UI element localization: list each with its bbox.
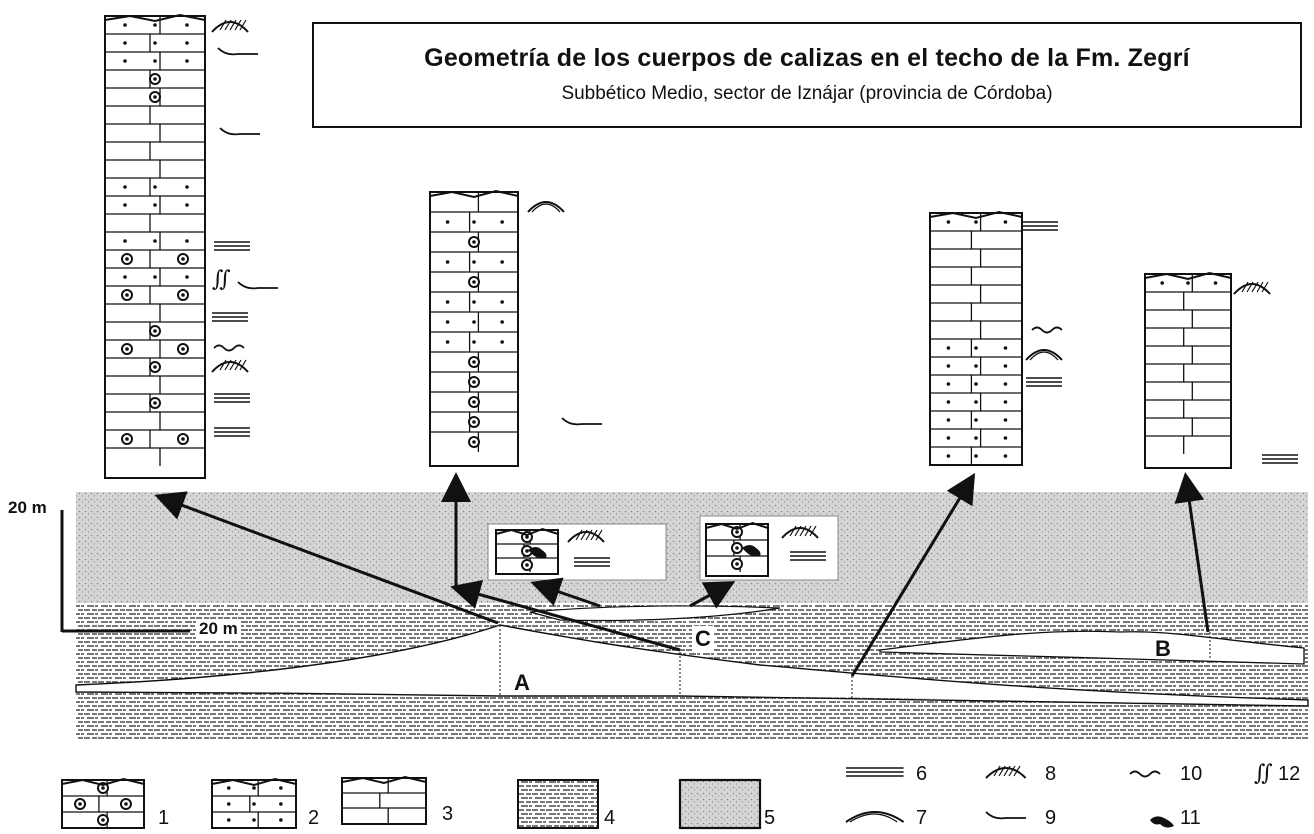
- arrow-a-col2: [450, 579, 681, 652]
- diagram-subtitle: Subbético Medio, sector de Iznájar (prov…: [561, 83, 1053, 104]
- column-1: [104, 13, 206, 479]
- inset-column-right: [705, 521, 769, 577]
- symbol-lam-c1a: [214, 241, 250, 251]
- symbol-lam-c3b: [1026, 377, 1062, 387]
- inset-column-left: [495, 527, 559, 575]
- inset-blob-right: [742, 545, 761, 557]
- legend-number-2: 2: [308, 807, 320, 829]
- legend-number-11: 11: [1180, 807, 1201, 829]
- legend-number-6: 6: [916, 763, 928, 785]
- legend-swatch-4: [517, 779, 599, 829]
- legend-symbol-11: [1150, 816, 1174, 828]
- arrow-a-col1: [154, 491, 499, 625]
- symbol-burrow-c1a: [217, 47, 258, 56]
- symbol-wave-c1: [213, 344, 245, 352]
- legend-number-12: 12: [1278, 763, 1301, 785]
- legend-swatch-5: [678, 778, 762, 830]
- column-3: [929, 210, 1023, 466]
- arrow-c-left-inset: [530, 577, 601, 608]
- symbol-wave-c3: [1031, 326, 1063, 334]
- legend-number-10: 10: [1180, 763, 1203, 785]
- body-label-b: B: [1155, 636, 1171, 661]
- horizontal-scale-label: 20 m: [196, 619, 241, 639]
- diagram-title: Geometría de los cuerpos de calizas en e…: [424, 44, 1190, 72]
- inset-blob-left: [528, 547, 547, 559]
- legend-number-5: 5: [764, 807, 776, 829]
- legend-number-4: 4: [604, 807, 616, 829]
- legend-symbol-7: [845, 811, 905, 823]
- symbol-burrow-c2: [561, 417, 602, 426]
- column-4: [1144, 271, 1232, 469]
- legend-swatch-2: [211, 777, 297, 829]
- inset-hatch-left: [567, 529, 605, 543]
- legend-swatch-1: [61, 777, 145, 829]
- symbol-burrow-c1b: [219, 127, 260, 136]
- legend-number-1: 1: [158, 807, 170, 829]
- symbol-hatch-c1a: [211, 19, 249, 33]
- insets: [495, 521, 826, 577]
- arrows: [154, 472, 1210, 677]
- arrow-c-right-inset: [689, 581, 736, 609]
- symbol-lam-c1b: [212, 312, 248, 322]
- legend-symbol-9: [985, 811, 1026, 820]
- scale-bar: [60, 510, 190, 633]
- legend-symbol-8: [985, 765, 1027, 779]
- arrow-lens-col3: [850, 472, 976, 677]
- limestone-lens-a: [75, 624, 1309, 707]
- svg-text:∬: ∬: [1254, 761, 1273, 786]
- symbol-lam-c3a: [1022, 221, 1058, 231]
- inset-hatch-right: [781, 525, 819, 539]
- symbol-arc-c3: [1025, 349, 1063, 361]
- limestone-lens-b: [879, 630, 1305, 665]
- vertical-scale-label: 20 m: [8, 498, 47, 517]
- legend-number-3: 3: [442, 803, 454, 825]
- symbol-arc-c2: [527, 201, 565, 213]
- svg-text:∬: ∬: [212, 267, 231, 292]
- legend: ∬: [61, 761, 1273, 830]
- legend-symbol-12: ∬: [1254, 761, 1273, 786]
- symbol-hatch-c1b: [211, 359, 249, 373]
- legend-swatch-3: [341, 775, 427, 825]
- symbol-lam-c4: [1262, 454, 1298, 464]
- legend-number-7: 7: [916, 807, 928, 829]
- legend-number-9: 9: [1045, 807, 1057, 829]
- inset-lam-left: [574, 557, 610, 567]
- body-label-a: A: [514, 670, 530, 695]
- symbol-hatch-c4: [1233, 281, 1271, 295]
- symbol-lam-c1c: [214, 393, 250, 403]
- stratigraphic-columns: ∬: [104, 13, 1298, 479]
- legend-symbol-6: [846, 767, 904, 777]
- legend-number-8: 8: [1045, 763, 1057, 785]
- column-2: [429, 189, 519, 467]
- upper-unit-5: [76, 492, 1308, 610]
- inset-lam-right: [790, 551, 826, 561]
- title-box: Geometría de los cuerpos de calizas en e…: [312, 22, 1302, 128]
- symbol-lam-c1d: [214, 427, 250, 437]
- symbol-int-c1: ∬: [212, 267, 231, 292]
- symbol-burrow-c1c: [237, 281, 278, 290]
- arrow-b-col4: [1174, 472, 1210, 633]
- limestone-lens-c: [529, 605, 781, 622]
- body-label-c: C: [692, 626, 714, 652]
- legend-symbol-10: [1129, 770, 1161, 778]
